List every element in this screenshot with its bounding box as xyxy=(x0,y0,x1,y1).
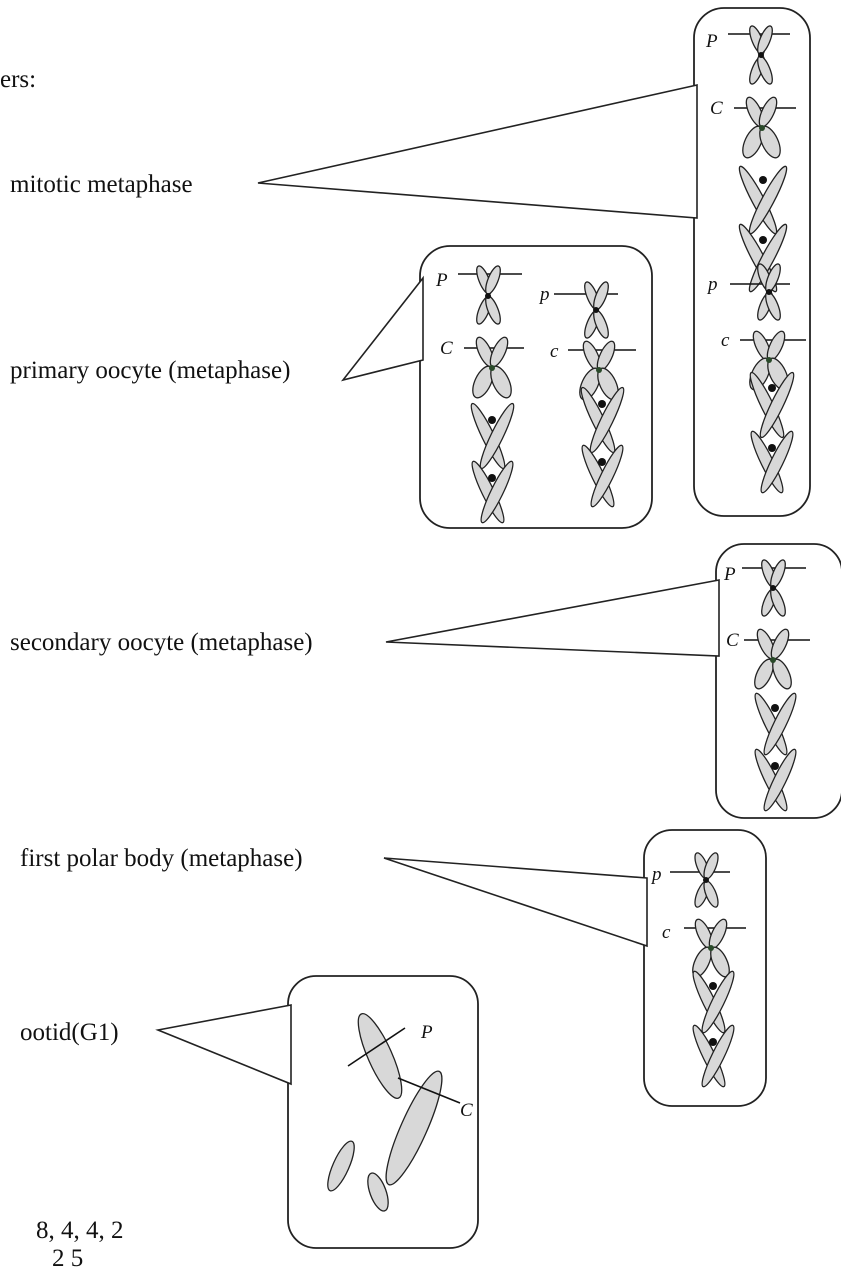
mitotic-pointer xyxy=(257,84,698,219)
ootid-box xyxy=(287,975,479,1249)
polar-callout: p c xyxy=(383,829,767,1107)
polar-tag-p: p xyxy=(650,864,662,885)
mitotic-tag-c: c xyxy=(721,330,730,351)
primary-chromosome-acro-3 xyxy=(580,386,625,454)
primary-tag-c: c xyxy=(550,341,559,362)
polar-chromosome-p: p xyxy=(650,852,730,908)
primary-tag-p: p xyxy=(538,284,550,305)
mitotic-tag-P: P xyxy=(705,31,718,52)
label-secondary-oocyte: secondary oocyte (metaphase) xyxy=(10,629,313,656)
label-primary-oocyte: primary oocyte (metaphase) xyxy=(10,357,291,384)
polar-chromosome-acro-2 xyxy=(692,1024,735,1088)
answer-line-partial: 2 5 xyxy=(52,1245,84,1272)
primary-chromosome-acro-4 xyxy=(581,444,624,508)
polar-tag-c: c xyxy=(662,922,671,943)
secondary-chromosome-acro-2 xyxy=(754,748,797,812)
mitotic-chromosome-P: P xyxy=(705,25,790,85)
polar-box xyxy=(643,829,767,1107)
primary-box xyxy=(419,245,653,529)
primary-chromosome-acro-2 xyxy=(471,460,514,524)
secondary-box xyxy=(715,543,841,819)
mitotic-chromosome-p: p xyxy=(706,263,790,321)
ootid-chromatid-P: P xyxy=(347,1013,433,1099)
ootid-chromatid-C: C xyxy=(385,1070,473,1186)
secondary-tag-C: C xyxy=(726,630,739,651)
primary-chromosome-p: p xyxy=(538,281,618,339)
label-first-polar-body: first polar body (metaphase) xyxy=(20,845,303,872)
ootid-chromatid-small-1 xyxy=(327,1140,355,1192)
mitotic-tag-p: p xyxy=(706,274,718,295)
mitotic-tag-C: C xyxy=(710,98,723,119)
ootid-tag-C: C xyxy=(460,1100,473,1121)
primary-chromosome-C: C xyxy=(440,336,524,399)
secondary-tag-P: P xyxy=(723,564,736,585)
primary-chromosome-acro-1 xyxy=(470,402,515,470)
mitotic-chromosome-acro-3 xyxy=(749,371,795,439)
secondary-chromosome-acro-1 xyxy=(754,692,797,756)
label-ootid: ootid(G1) xyxy=(20,1019,119,1046)
ootid-tag-P: P xyxy=(420,1022,433,1043)
secondary-pointer xyxy=(385,579,720,657)
mitotic-chromosome-c: c xyxy=(721,330,806,391)
mitotic-chromosome-C: C xyxy=(710,96,796,159)
polar-chromosome-c: c xyxy=(662,918,746,978)
primary-tag-P: P xyxy=(435,270,448,291)
mitotic-callout: P C xyxy=(257,7,811,517)
secondary-chromosome-C: C xyxy=(726,628,810,690)
mitotic-box xyxy=(693,7,811,517)
ootid-chromatid-small-2 xyxy=(367,1172,389,1212)
ootid-pointer xyxy=(155,1004,292,1086)
primary-chromosome-P: P xyxy=(435,265,522,325)
header-fragment: ers: xyxy=(0,66,37,93)
primary-pointer xyxy=(340,275,424,382)
polar-pointer xyxy=(383,857,648,948)
label-mitotic-metaphase: mitotic metaphase xyxy=(10,171,193,198)
secondary-callout: P C xyxy=(385,543,841,819)
mitotic-chromosome-acro-4 xyxy=(750,430,794,494)
mitotic-chromosome-acro-1 xyxy=(738,165,788,235)
secondary-chromosome-P: P xyxy=(723,559,806,617)
ootid-callout: P C xyxy=(155,975,479,1249)
primary-tag-C: C xyxy=(440,338,453,359)
primary-callout: P p C xyxy=(340,245,653,529)
answer-line: 8, 4, 4, 2 xyxy=(36,1217,124,1244)
